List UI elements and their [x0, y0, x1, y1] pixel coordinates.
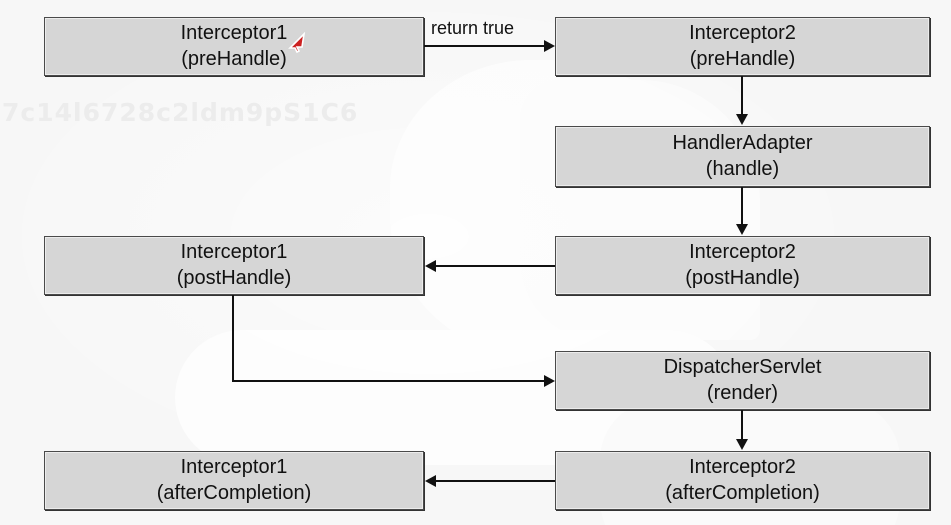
- node-line-1: Interceptor1: [180, 455, 288, 478]
- node-line-2: (postHandle): [176, 266, 292, 289]
- edge-line-posthandle1-right-to-render: [232, 380, 544, 382]
- edge-line-handleradapter-to-posthandle2: [741, 187, 743, 225]
- arrow-head-down: [736, 224, 748, 235]
- edge-line-posthandle2-to-posthandle1: [436, 265, 555, 267]
- node-line-1: Interceptor1: [180, 240, 288, 263]
- edge-line-posthandle1-down: [232, 295, 234, 382]
- node-line-2: (afterCompletion): [156, 481, 312, 504]
- edge-line-render-to-aftercompletion2: [741, 410, 743, 440]
- edge-line-aftercompletion2-to-aftercompletion1: [436, 480, 555, 482]
- node-line-2: (render): [706, 381, 779, 404]
- node-line-1: Interceptor2: [689, 240, 796, 263]
- node-line-2: (postHandle): [685, 266, 800, 289]
- background-blob: [520, 80, 760, 340]
- arrow-head-right: [544, 375, 555, 387]
- arrow-head-left: [425, 475, 436, 487]
- node-line-1: Interceptor2: [689, 455, 796, 478]
- node-interceptor2-prehandle[interactable]: Interceptor2 (preHandle): [555, 17, 930, 76]
- node-line-2: (handle): [705, 157, 780, 180]
- node-interceptor1-posthandle[interactable]: Interceptor1 (postHandle): [44, 236, 424, 295]
- node-interceptor1-prehandle[interactable]: Interceptor1 (preHandle): [44, 17, 424, 76]
- edge-line-prehandle2-to-handleradapter: [741, 76, 743, 116]
- edge-line-prehandle1-to-prehandle2: [424, 45, 544, 47]
- node-line-1: Interceptor2: [689, 21, 796, 44]
- arrow-head-left: [425, 260, 436, 272]
- node-line-2: (preHandle): [689, 47, 796, 70]
- arrow-head-right: [544, 40, 555, 52]
- node-line-2: (preHandle): [181, 47, 287, 70]
- arrow-head-down: [736, 439, 748, 450]
- node-line-1: DispatcherServlet: [663, 355, 822, 378]
- node-interceptor2-aftercompletion[interactable]: Interceptor2 (afterCompletion): [555, 451, 930, 510]
- background-blob: [390, 60, 720, 360]
- edge-label-return-true: return true: [431, 18, 515, 38]
- node-line-2: (afterCompletion): [665, 481, 820, 504]
- node-handleradapter-handle[interactable]: HandlerAdapter (handle): [555, 126, 930, 187]
- watermark-text: 7c14l6728c2ldm9pS1C6: [2, 98, 359, 127]
- arrow-head-down: [736, 114, 748, 125]
- node-interceptor1-aftercompletion[interactable]: Interceptor1 (afterCompletion): [44, 451, 424, 510]
- node-interceptor2-posthandle[interactable]: Interceptor2 (postHandle): [555, 236, 930, 295]
- node-line-1: Interceptor1: [180, 21, 288, 44]
- node-dispatcherservlet-render[interactable]: DispatcherServlet (render): [555, 351, 930, 410]
- node-line-1: HandlerAdapter: [672, 131, 813, 154]
